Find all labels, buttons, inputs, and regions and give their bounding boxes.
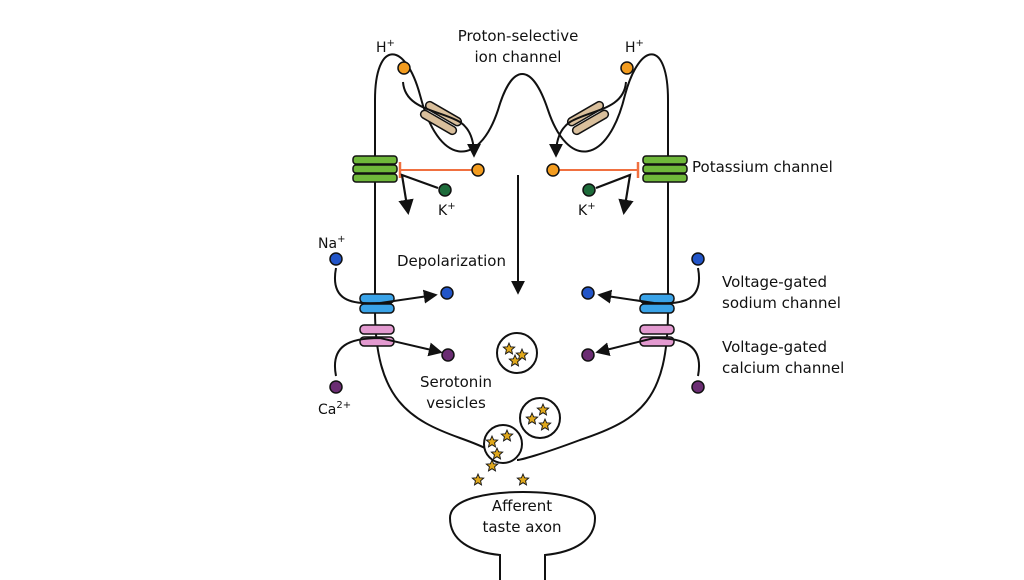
serotonin-vesicle-1 <box>496 332 538 374</box>
calcium-channel-label-line1: Voltage-gated <box>722 338 827 356</box>
proton-arrow-left <box>402 81 481 158</box>
sodium-ion-right-inside <box>581 286 595 300</box>
proton-arrow-right <box>549 81 627 158</box>
proton-ion-right-inside <box>546 163 560 177</box>
proton-ion-left-inside <box>471 163 485 177</box>
calcium-arrow-right <box>595 336 701 377</box>
calcium-ion-left-inside <box>441 348 455 362</box>
calcium-channel-label-line2: calcium channel <box>722 359 844 377</box>
sodium-arrow-right <box>597 267 701 305</box>
potassium-channel-left <box>352 155 398 183</box>
afferent-axon-terminal <box>448 490 597 580</box>
serotonin-vesicles-label-line1: Serotonin <box>420 373 492 391</box>
inhibition-right <box>558 162 640 178</box>
proton-channel-label-line1: Proton-selective <box>458 27 579 45</box>
calcium-label: Ca2+ <box>318 400 351 418</box>
potassium-channel-right <box>642 155 688 183</box>
cell-membrane <box>374 53 669 461</box>
sodium-channel-label-line1: Voltage-gated <box>722 273 827 291</box>
afferent-axon-label-line2: taste axon <box>482 518 561 536</box>
serotonin-vesicles-label-line2: vesicles <box>426 394 486 412</box>
proton-channel-left <box>419 100 463 136</box>
proton-channel-right <box>566 100 610 136</box>
potassium-ion-right <box>582 183 596 197</box>
sodium-channel-label-line2: sodium channel <box>722 294 841 312</box>
sodium-ion-left-outside <box>329 252 343 266</box>
sodium-arrow-left <box>333 267 438 305</box>
inhibition-left <box>398 162 473 178</box>
potassium-label-right: K+ <box>578 201 596 219</box>
proton-ion-right-outside <box>620 61 634 75</box>
proton-ion-left-outside <box>397 61 411 75</box>
sodium-label: Na+ <box>318 234 345 252</box>
potassium-channel-label: Potassium channel <box>692 158 833 176</box>
sodium-channel-right <box>639 293 675 314</box>
potassium-label-left: K+ <box>438 201 456 219</box>
potassium-ion-left <box>438 183 452 197</box>
sodium-channel-left <box>359 293 395 314</box>
potassium-arrow-right <box>595 173 634 216</box>
depolarization-label: Depolarization <box>397 252 506 270</box>
serotonin-vesicle-2 <box>519 397 561 439</box>
sodium-ion-right-outside <box>691 252 705 266</box>
proton-channel-label-line2: ion channel <box>475 48 562 66</box>
calcium-ion-right-inside <box>581 348 595 362</box>
proton-label-left: H+ <box>376 38 395 56</box>
sodium-ion-left-inside <box>440 286 454 300</box>
fusing-vesicle <box>483 424 523 464</box>
calcium-arrow-left <box>333 336 443 377</box>
calcium-channel-right <box>639 324 675 347</box>
calcium-ion-left-outside <box>329 380 343 394</box>
calcium-ion-right-outside <box>691 380 705 394</box>
afferent-axon-label-line1: Afferent <box>492 497 552 515</box>
potassium-arrow-left <box>398 173 439 216</box>
proton-label-right: H+ <box>625 38 644 56</box>
